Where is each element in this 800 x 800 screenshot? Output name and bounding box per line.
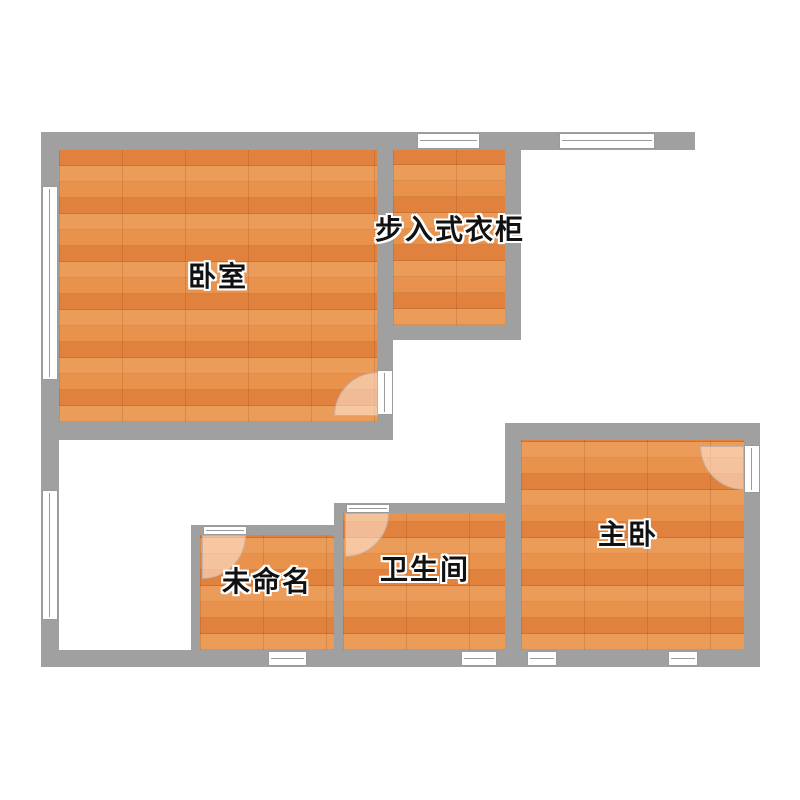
- wall-bedroom-bottom: [41, 422, 393, 440]
- window: [268, 651, 307, 666]
- window: [559, 133, 655, 149]
- door-opening: [377, 370, 393, 415]
- window: [527, 651, 557, 666]
- window: [461, 651, 497, 666]
- wall-bottom: [41, 650, 760, 667]
- room-label-master-bedroom: 主卧: [597, 518, 659, 551]
- room-label-bedroom: 卧室: [187, 260, 249, 293]
- door-opening: [203, 526, 247, 535]
- room-label-walk-in-closet: 步入式衣柜: [374, 213, 526, 246]
- floor-bathroom: [343, 513, 505, 650]
- door-opening: [346, 504, 390, 513]
- floor-bedroom: [59, 150, 377, 422]
- window: [42, 490, 58, 620]
- window: [417, 133, 480, 149]
- room-label-bathroom: 卫生间: [379, 553, 471, 586]
- window: [668, 651, 698, 666]
- window: [42, 186, 58, 380]
- door-opening: [744, 445, 760, 493]
- floor-closet: [393, 150, 505, 325]
- room-label-unnamed: 未命名: [221, 565, 313, 598]
- floor-master: [521, 440, 744, 650]
- wall-top: [41, 132, 695, 150]
